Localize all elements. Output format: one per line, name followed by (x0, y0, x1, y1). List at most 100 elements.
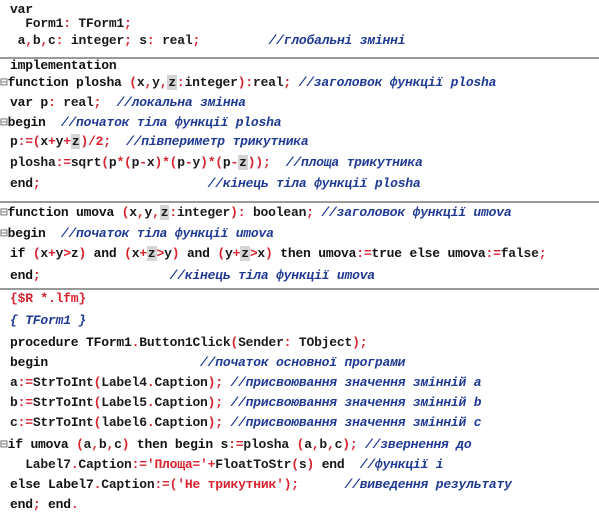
code-token: := (228, 437, 244, 452)
code-token: 'Площа=' (146, 457, 208, 472)
code-token: integer (184, 75, 238, 90)
code-token: + (207, 457, 216, 472)
code-token: a (83, 437, 92, 452)
fold-marker-icon[interactable]: ⊟ (0, 437, 8, 452)
code-token (46, 115, 61, 130)
code-token: FloatToStr (215, 457, 292, 472)
code-line: ⊟begin //початок тіла функції umova (0, 224, 274, 244)
code-token: , (327, 437, 335, 452)
code-token (101, 95, 116, 110)
code-token: . (131, 335, 140, 350)
code-token: integer (176, 205, 231, 220)
code-token: Form1 (10, 16, 64, 31)
code-token: y (164, 246, 172, 261)
code-token (200, 33, 268, 48)
code-token: ); (207, 395, 223, 410)
code-token: //функції і (359, 457, 444, 472)
code-token: begin (7, 115, 46, 130)
code-token: c (114, 437, 122, 452)
code-token: //присвоювання значення змінній c (230, 415, 482, 430)
code-token: ( (230, 335, 239, 350)
code-token: //заголовок функції umova (321, 205, 512, 220)
code-token: )); (247, 155, 271, 170)
code-token: //кінець тіла функції plosha (207, 176, 421, 191)
code-token: z (167, 75, 177, 90)
code-token: > (63, 246, 71, 261)
code-line: implementation (10, 56, 117, 76)
code-token: Caption (154, 415, 208, 430)
code-token: + (48, 246, 56, 261)
code-token: : (283, 335, 292, 350)
code-token: p (131, 155, 140, 170)
code-token: 'Не трикутник' (177, 477, 284, 492)
code-token: //присвоювання значення змінній b (230, 395, 482, 410)
code-token: else Label7 (10, 477, 94, 492)
code-token: //півпериметр трикутника (126, 134, 309, 149)
code-line: Label7.Caption:='Площа='+FloatToStr(s) e… (10, 455, 443, 475)
code-line: end; //кінець тіла функції umova (10, 266, 375, 286)
code-token: //початок тіла функції plosha (60, 115, 282, 130)
code-line: begin //початок основної програми (10, 353, 405, 373)
code-line: p:=(x+y+z)/2; //півпериметр трикутника (10, 132, 309, 152)
code-token: p (108, 155, 117, 170)
code-token: { TForm1 } (10, 313, 87, 328)
code-token (357, 437, 365, 452)
fold-marker-icon[interactable]: ⊟ (0, 205, 8, 220)
code-token: ( (129, 75, 137, 90)
code-token: end (10, 268, 33, 283)
code-token: function umova (7, 205, 122, 220)
code-token: function plosha (7, 75, 130, 90)
code-token: ( (296, 437, 305, 452)
code-token: : (245, 75, 253, 90)
code-token: b (10, 395, 18, 410)
code-token: y (192, 155, 201, 170)
code-token: ); (342, 437, 358, 452)
code-token: end (10, 176, 33, 191)
code-token: :=( (154, 477, 178, 492)
code-line: { TForm1 } (10, 311, 86, 331)
code-token: + (139, 246, 147, 261)
code-token: := (485, 246, 501, 261)
code-token: y (144, 205, 153, 220)
code-token: real (252, 75, 284, 90)
code-token: //звернення до (365, 437, 472, 452)
code-token (40, 176, 207, 191)
code-token: end (40, 497, 71, 512)
code-token: z (146, 246, 157, 261)
code-token: begin (10, 355, 49, 370)
code-token: Button1Click (139, 335, 231, 350)
code-token: x (129, 205, 137, 220)
code-token: true else umova (371, 246, 486, 261)
code-token: ); (352, 335, 368, 350)
code-token: {$R *.lfm} (10, 291, 87, 306)
code-token: := (17, 415, 33, 430)
fold-marker-icon[interactable]: ⊟ (0, 115, 8, 130)
code-token: . (93, 477, 102, 492)
code-line: c:=StrToInt(label6.Caption); //присвоюва… (10, 413, 482, 433)
fold-marker-icon[interactable]: ⊟ (0, 75, 8, 90)
code-line: a:=StrToInt(Label4.Caption); //присвоюва… (10, 373, 482, 393)
code-line: ⊟function plosha (x,y,z:integer):real; /… (0, 73, 496, 93)
code-token: ; (32, 176, 41, 191)
code-line: ⊟begin //початок тіла функції plosha (0, 113, 281, 133)
code-token: Caption (154, 395, 208, 410)
code-token: var (10, 2, 33, 17)
code-token: and (179, 246, 218, 261)
code-token: x (131, 246, 140, 261)
code-token: ; (32, 497, 41, 512)
code-token: := (17, 375, 33, 390)
code-token: ); (207, 415, 223, 430)
code-token: :=( (17, 134, 41, 149)
code-token: x (40, 134, 49, 149)
code-token: ; (192, 33, 201, 48)
code-token: c (48, 33, 56, 48)
code-token: z (70, 134, 81, 149)
code-token: StrToInt (32, 375, 94, 390)
fold-marker-icon[interactable]: ⊟ (0, 226, 8, 241)
code-line: var p: real; //локальна змінна (10, 93, 246, 113)
code-token: ) (121, 437, 130, 452)
code-line: procedure TForm1.Button1Click(Sender: TO… (10, 333, 367, 353)
code-token: StrToInt (32, 415, 94, 430)
code-line: end; //кінець тіла функції plosha (10, 174, 421, 194)
